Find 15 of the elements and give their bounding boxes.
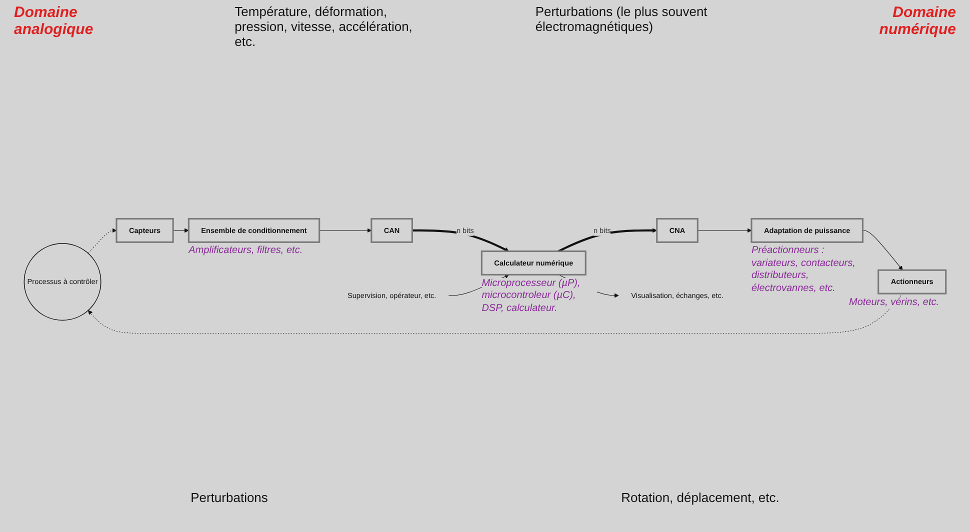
arrow [88, 228, 117, 254]
domain-heading: Domaine analogique [14, 4, 94, 38]
node-caption: Microprocesseur (µP), microcontroleur (µC), DSP, calculateur. [482, 278, 597, 316]
arrow [862, 230, 903, 270]
output-note: Rotation, déplacement, etc. [621, 490, 780, 505]
disturbance-note: Perturbations (le plus souvent électromagnétiques) [535, 4, 708, 34]
disturbance-note: Perturbations [190, 490, 268, 505]
domain-heading: Domaine numérique [878, 4, 956, 38]
arrow [412, 229, 510, 252]
arrow [558, 228, 658, 252]
input-note: Température, déformation, pression, vitesse, accélération, etc. [234, 4, 414, 49]
arrow [88, 293, 903, 334]
arrow [172, 228, 189, 233]
arrow [319, 228, 372, 233]
arrow [697, 228, 752, 233]
